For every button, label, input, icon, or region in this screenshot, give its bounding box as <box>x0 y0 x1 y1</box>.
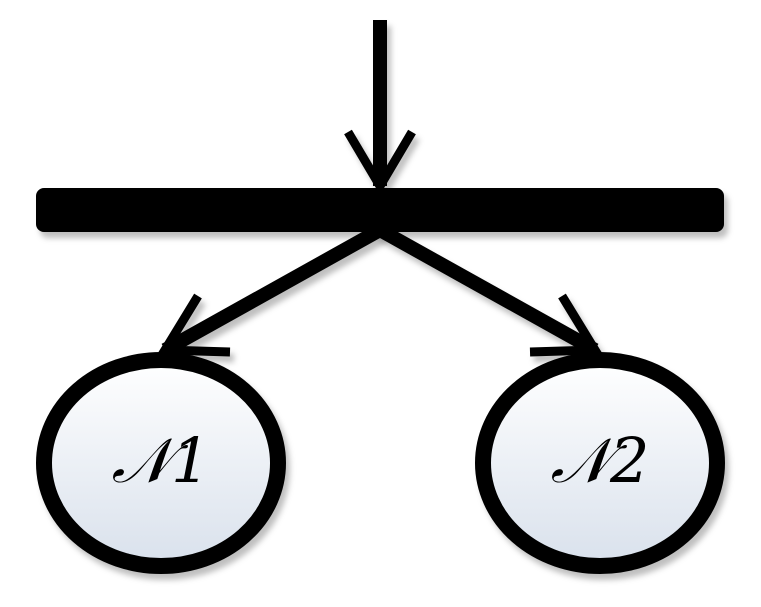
incoming-arrow <box>344 20 416 195</box>
edge-to-n1 <box>157 223 384 357</box>
node-n1-label: 𝒩1 <box>112 424 211 497</box>
node-n2: 𝒩2 <box>475 352 725 574</box>
fork-bar <box>36 188 724 232</box>
node-n1: 𝒩1 <box>36 352 286 574</box>
node-n2-label: 𝒩2 <box>551 424 650 497</box>
edge-to-n2 <box>376 223 603 357</box>
